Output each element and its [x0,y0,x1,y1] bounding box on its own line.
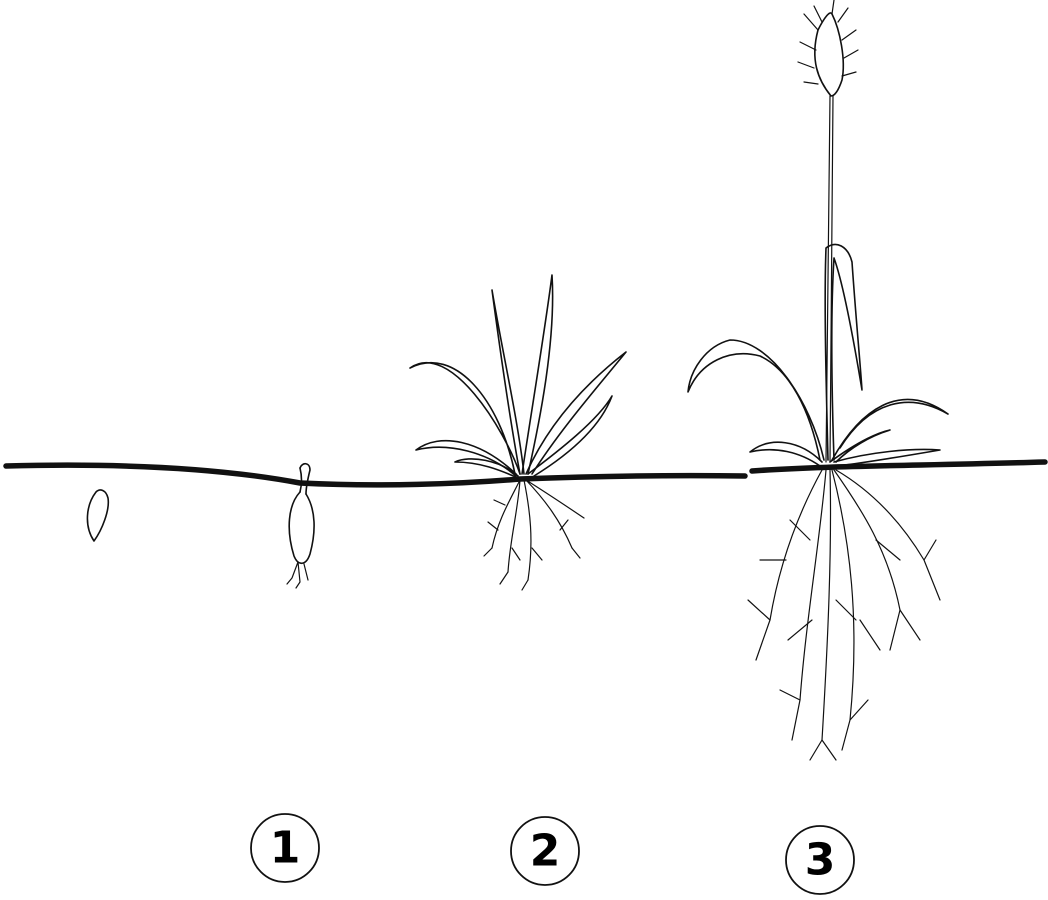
stage-number-3: 3 [805,835,836,886]
mature-grass-plant-illustration [688,0,948,760]
stage-label-3: 3 [786,826,854,894]
stage-number-1: 1 [270,823,301,874]
seed-illustration [87,490,108,541]
stage-label-1: 1 [251,814,319,882]
young-grass-plant-illustration [410,275,626,590]
stage-label-2: 2 [511,817,579,885]
stage-number-2: 2 [530,826,561,877]
